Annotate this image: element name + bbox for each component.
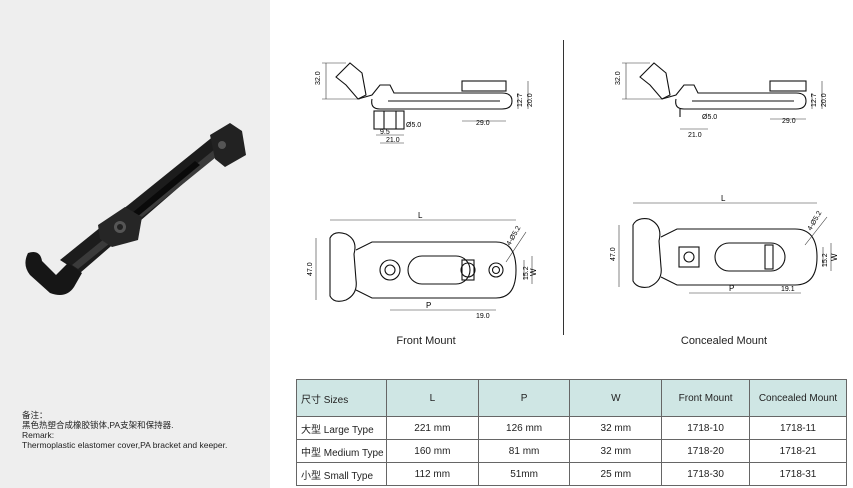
header-front-mount: Front Mount: [661, 379, 751, 417]
remark-text-cn: 黑色热塑合成橡胶锁体,PA支架和保持器.: [22, 420, 174, 430]
concealed-offset-dim: 19.1: [781, 286, 795, 293]
concealed-mount-side-drawing: 32.0 12.7 20.0 Ø5.0 21.0 29.0: [615, 62, 828, 139]
concealed-plan-height: 47.0: [610, 247, 617, 261]
row-l: 160 mm: [385, 439, 479, 463]
row-front-code: 1718-30: [661, 462, 751, 486]
header-l: L: [385, 379, 479, 417]
size-table: 尺寸 Sizes L P W Front Mount Concealed Mou…: [296, 379, 847, 486]
row-front-code: 1718-10: [661, 416, 751, 440]
front-d1-dim: 12.7: [517, 93, 524, 107]
concealed-mount-plan-drawing: L 47.0 P 19.1 W 15.2 4-Ø5.2: [610, 195, 839, 294]
concealed-mount-caption: Concealed Mount: [680, 335, 768, 347]
row-w: 32 mm: [569, 439, 663, 463]
concealed-w2-label: 15.2: [822, 253, 829, 267]
remark-label-cn: 备注：: [22, 410, 48, 420]
concealed-length-label: L: [721, 195, 726, 203]
front-height-dim: 32.0: [315, 71, 322, 85]
product-photo: [25, 123, 246, 295]
header-w: W: [569, 379, 663, 417]
front-w-label: W: [529, 268, 538, 276]
concealed-w-label: W: [830, 253, 839, 261]
row-p: 126 mm: [477, 416, 571, 440]
row-p: 81 mm: [477, 439, 571, 463]
concealed-pitch-label: P: [729, 284, 734, 293]
front-pitch-label: P: [426, 301, 431, 310]
row-l: 112 mm: [385, 462, 479, 486]
concealed-d2-dim: 20.0: [821, 93, 828, 107]
remark: 备注： 黑色热塑合成橡胶锁体,PA支架和保持器. Remark: Thermop…: [22, 410, 227, 450]
front-hole-label: 4-Ø5.2: [506, 225, 523, 247]
row-concealed-code: 1718-21: [749, 439, 847, 463]
row-p: 51mm: [477, 462, 571, 486]
front-length-label: L: [418, 211, 423, 220]
concealed-d1-dim: 12.7: [811, 93, 818, 107]
row-concealed-code: 1718-11: [749, 416, 847, 440]
concealed-hole-label: 4-Ø5.2: [807, 210, 824, 232]
product-panel: 备注： 黑色热塑合成橡胶锁体,PA支架和保持器. Remark: Thermop…: [0, 0, 270, 488]
row-w: 25 mm: [569, 462, 663, 486]
row-size: 大型 Large Type: [296, 416, 387, 440]
table-row: 小型 Small Type 112 mm 51mm 25 mm 1718-30 …: [296, 462, 847, 486]
row-size: 小型 Small Type: [296, 462, 387, 486]
front-mount-caption: Front Mount: [396, 335, 456, 347]
header-sizes: 尺寸 Sizes: [296, 379, 387, 417]
table-row: 中型 Medium Type 160 mm 81 mm 32 mm 1718-2…: [296, 439, 847, 463]
row-l: 221 mm: [385, 416, 479, 440]
view-divider: [563, 40, 564, 335]
front-mount-plan-drawing: L 47.0 P 19.0 W 15.2 4-Ø5.2: [307, 211, 538, 320]
concealed-w3-dim: 29.0: [782, 118, 796, 125]
row-concealed-code: 1718-31: [749, 462, 847, 486]
remark-text-en: Thermoplastic elastomer cover,PA bracket…: [22, 440, 228, 450]
table-header-row: 尺寸 Sizes L P W Front Mount Concealed Mou…: [296, 379, 847, 417]
front-d2-dim: 20.0: [527, 93, 534, 107]
row-front-code: 1718-20: [661, 439, 751, 463]
concealed-hole-dim: Ø5.0: [702, 114, 717, 121]
concealed-height-dim: 32.0: [615, 71, 622, 85]
header-p: P: [477, 379, 571, 417]
front-plan-height: 47.0: [307, 262, 314, 276]
front-w2-dim: 21.0: [386, 137, 400, 144]
remark-label-en: Remark:: [22, 430, 55, 440]
front-offset-dim: 19.0: [476, 313, 490, 320]
row-size: 中型 Medium Type: [296, 439, 387, 463]
front-w3-dim: 29.0: [476, 120, 490, 127]
concealed-w2-dim: 21.0: [688, 132, 702, 139]
table-row: 大型 Large Type 221 mm 126 mm 32 mm 1718-1…: [296, 416, 847, 440]
front-w1-dim: 9.5: [380, 129, 390, 136]
front-mount-side-drawing: 32.0 12.7 20.0 Ø5.0 9.5 21.0 29.0: [315, 62, 534, 144]
front-w2-label: 15.2: [523, 266, 530, 280]
row-w: 32 mm: [569, 416, 663, 440]
front-hole-dim: Ø5.0: [406, 122, 421, 129]
header-concealed-mount: Concealed Mount: [749, 379, 847, 417]
